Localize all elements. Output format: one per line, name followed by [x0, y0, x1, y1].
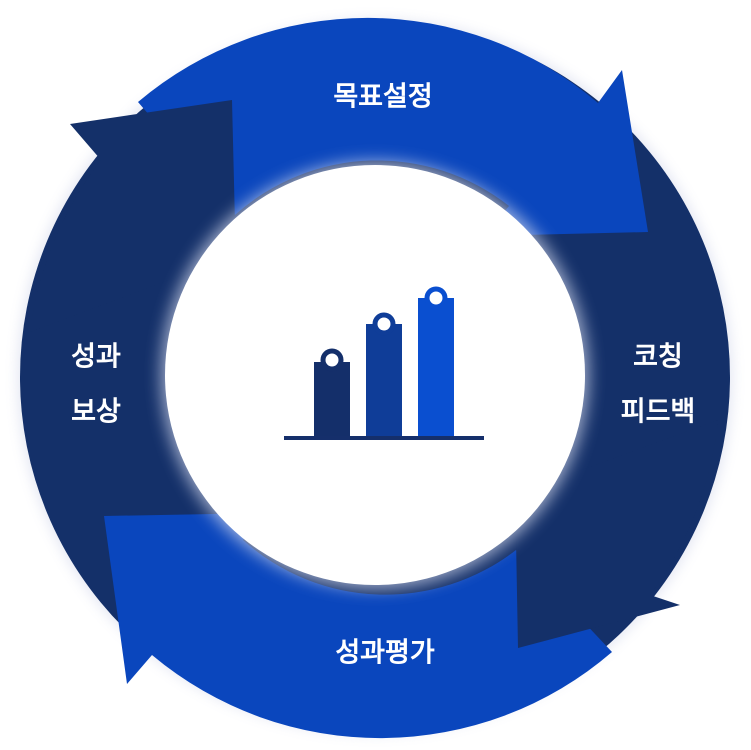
bar-chart-icon-dot-2 [372, 312, 396, 336]
step-label-goal-setting: 목표설정 [333, 82, 432, 113]
step-label-reward-line2: 보상 [71, 397, 121, 428]
bar-chart-icon-bar-2 [366, 324, 402, 438]
bar-chart-icon-bar-1 [314, 362, 350, 438]
step-label-evaluation: 성과평가 [335, 638, 435, 669]
cycle-arrow-goal-setting [138, 17, 648, 236]
step-label-coaching-line2: 피드백 [621, 397, 696, 428]
step-label-coaching-line1: 코칭 [633, 342, 683, 373]
bar-chart-icon-bar-3 [418, 298, 454, 438]
step-label-reward-line1: 성과 [71, 342, 121, 373]
bar-chart-icon-baseline [284, 436, 484, 440]
bar-chart-icon-dot-3 [424, 286, 448, 310]
cycle-arrow-evaluation [104, 513, 612, 739]
cycle-arrow-coaching [515, 420, 718, 648]
cycle-arrow-reward [30, 100, 236, 332]
bar-chart-icon-dot-1 [320, 348, 344, 372]
bar-chart-icon [284, 286, 484, 440]
